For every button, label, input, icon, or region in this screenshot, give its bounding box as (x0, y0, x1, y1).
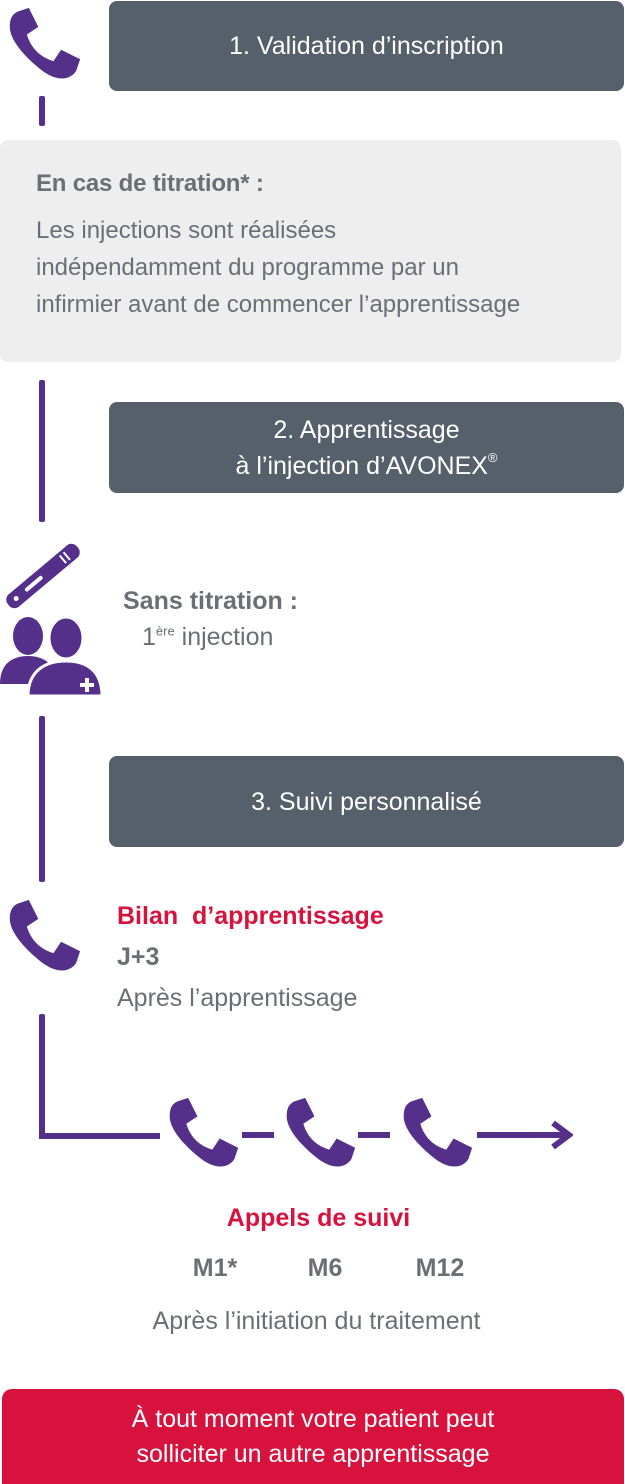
timeline-line (358, 1132, 390, 1138)
bilan-day: J+3 (117, 943, 160, 971)
connector-line (39, 96, 45, 126)
followup-month: M12 (415, 1254, 465, 1282)
titration-note: En cas de titration* : Les injections so… (0, 140, 621, 362)
connector-line (39, 716, 45, 882)
step-2-box: 2. Apprentissage à l’injection d’AVONEX® (109, 402, 624, 493)
step-2-line1: 2. Apprentissage (273, 415, 460, 444)
followup-month: M6 (307, 1254, 343, 1282)
step-2-line2: à l’injection d’AVONEX® (235, 450, 498, 480)
titration-note-body: Les injections sont réalisées indépendam… (36, 217, 521, 318)
final-notice-line2: solliciter un autre apprentissage (136, 1439, 490, 1468)
phone-icon (283, 1096, 357, 1170)
final-notice-line1: À tout moment votre patient peut (131, 1404, 495, 1433)
phone-icon (400, 1096, 474, 1170)
titration-note-title: En cas de titration* : (36, 170, 264, 197)
patient-nurse-icon (0, 612, 104, 698)
connector-line (39, 380, 45, 522)
arrow-right-icon (477, 1120, 574, 1150)
step-3-box: 3. Suivi personnalisé (109, 756, 624, 847)
injection-title: Sans titration : (123, 587, 299, 615)
step-1-label: 1. Validation d’inscription (229, 32, 504, 60)
connector-line (39, 1014, 45, 1139)
step-3-label: 3. Suivi personnalisé (251, 787, 482, 816)
phone-icon (166, 1096, 240, 1170)
timeline-line (39, 1133, 160, 1139)
timeline-line (242, 1132, 274, 1138)
followup-subtitle: Après l’initiation du traitement (152, 1307, 481, 1335)
phone-icon (6, 6, 82, 82)
bilan-title: Bilan d’apprentissage (117, 902, 384, 930)
step-1-box: 1. Validation d’inscription (109, 1, 624, 91)
followup-month: M1* (192, 1254, 238, 1282)
followup-title: Appels de suivi (226, 1204, 411, 1232)
phone-icon (6, 898, 82, 974)
final-notice: À tout moment votre patient peut sollici… (2, 1389, 624, 1484)
injector-pen-icon (0, 535, 86, 617)
bilan-subtitle: Après l’apprentissage (117, 984, 358, 1012)
injection-label: 1ère injection (142, 623, 274, 651)
